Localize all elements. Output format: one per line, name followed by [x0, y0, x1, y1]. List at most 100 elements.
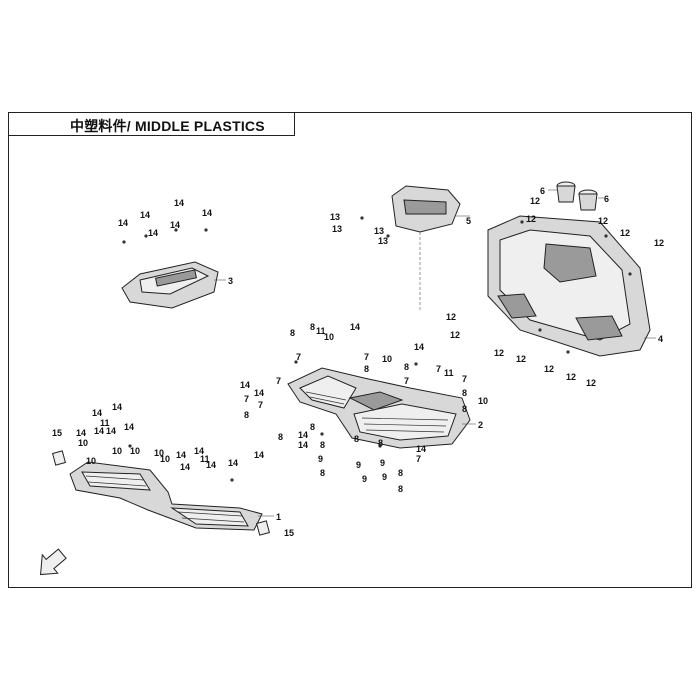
callout-7: 7 [416, 454, 421, 464]
callout-14: 14 [298, 430, 308, 440]
callout-15-a: 15 [52, 428, 62, 438]
callout-12: 12 [526, 214, 536, 224]
callout-14: 14 [176, 450, 186, 460]
callout-14: 14 [240, 380, 250, 390]
callout-12: 12 [530, 196, 540, 206]
callout-3: 3 [228, 276, 233, 286]
callout-9: 9 [382, 472, 387, 482]
callout-12: 12 [620, 228, 630, 238]
callout-14: 14 [170, 220, 180, 230]
callout-10: 10 [112, 446, 122, 456]
callout-14: 14 [350, 322, 360, 332]
callout-8: 8 [462, 388, 467, 398]
callout-14: 14 [94, 426, 104, 436]
page-title: 中塑料件/ MIDDLE PLASTICS [70, 118, 265, 134]
callout-8: 8 [404, 362, 409, 372]
callout-7: 7 [436, 364, 441, 374]
callout-8: 8 [278, 432, 283, 442]
callout-14: 14 [180, 462, 190, 472]
callout-14: 14 [254, 388, 264, 398]
part-1-front-floor [69, 461, 274, 531]
callout-8: 8 [290, 328, 295, 338]
callout-7: 7 [404, 376, 409, 386]
callout-8: 8 [398, 468, 403, 478]
callout-11: 11 [200, 454, 210, 464]
callout-14: 14 [228, 458, 238, 468]
callout-8: 8 [310, 422, 315, 432]
part-6-cup-holders [548, 181, 604, 211]
callout-13: 13 [332, 224, 342, 234]
callout-8: 8 [398, 484, 403, 494]
part-2-middle-floor [287, 367, 476, 449]
diagram-frame [8, 112, 692, 588]
callout-14: 14 [124, 422, 134, 432]
callout-12: 12 [544, 364, 554, 374]
callout-14: 14 [118, 218, 128, 228]
callout-14: 14 [174, 198, 184, 208]
callout-5: 5 [466, 216, 471, 226]
callout-7: 7 [244, 394, 249, 404]
part-15-labels [52, 450, 270, 536]
callout-14: 14 [76, 428, 86, 438]
callout-9: 9 [318, 454, 323, 464]
callout-6-a: 6 [540, 186, 545, 196]
callout-10: 10 [324, 332, 334, 342]
callout-12: 12 [586, 378, 596, 388]
callout-8: 8 [364, 364, 369, 374]
callout-8: 8 [378, 438, 383, 448]
callout-11: 11 [316, 326, 326, 336]
callout-7: 7 [276, 376, 281, 386]
callout-12: 12 [654, 238, 664, 248]
callout-14: 14 [206, 460, 216, 470]
callout-9: 9 [362, 474, 367, 484]
callout-14: 14 [106, 426, 116, 436]
callout-10: 10 [382, 354, 392, 364]
part-3-console-cover [121, 261, 226, 309]
callout-12: 12 [516, 354, 526, 364]
callout-8: 8 [320, 440, 325, 450]
callout-12: 12 [450, 330, 460, 340]
callout-14: 14 [202, 208, 212, 218]
callout-10: 10 [160, 454, 170, 464]
callout-9: 9 [356, 460, 361, 470]
callout-2: 2 [478, 420, 483, 430]
clip-fastener-icons [122, 216, 632, 482]
callout-13: 13 [330, 212, 340, 222]
callout-14: 14 [112, 402, 122, 412]
callout-14: 14 [298, 440, 308, 450]
title-box [8, 112, 295, 136]
callout-11: 11 [100, 418, 110, 428]
callout-8: 8 [320, 468, 325, 478]
callout-labels: 3 5 4 6 6 2 1 15 15 14 14 14 14 14 14 13… [52, 186, 664, 538]
callout-7: 7 [462, 374, 467, 384]
callout-7: 7 [258, 400, 263, 410]
callout-14: 14 [254, 450, 264, 460]
callout-11: 11 [444, 368, 454, 378]
callout-4: 4 [658, 334, 663, 344]
callout-7: 7 [364, 352, 369, 362]
part-5-rear-console [391, 185, 470, 312]
callout-10: 10 [86, 456, 96, 466]
callout-12: 12 [598, 216, 608, 226]
callout-10: 10 [78, 438, 88, 448]
callout-14: 14 [414, 342, 424, 352]
callout-1: 1 [276, 512, 281, 522]
callout-9: 9 [380, 458, 385, 468]
callout-8: 8 [462, 404, 467, 414]
fwd-arrow-icon [40, 548, 67, 576]
callout-6-b: 6 [604, 194, 609, 204]
callout-10: 10 [478, 396, 488, 406]
callout-15-b: 15 [284, 528, 294, 538]
callout-13: 13 [378, 236, 388, 246]
callout-12: 12 [566, 372, 576, 382]
callout-12: 12 [446, 312, 456, 322]
callout-13: 13 [374, 226, 384, 236]
callout-14: 14 [148, 228, 158, 238]
callout-14: 14 [416, 444, 426, 454]
callout-14: 14 [92, 408, 102, 418]
callout-7: 7 [296, 352, 301, 362]
callout-8: 8 [354, 434, 359, 444]
callout-14: 14 [194, 446, 204, 456]
part-4-rear-panel [487, 215, 656, 357]
